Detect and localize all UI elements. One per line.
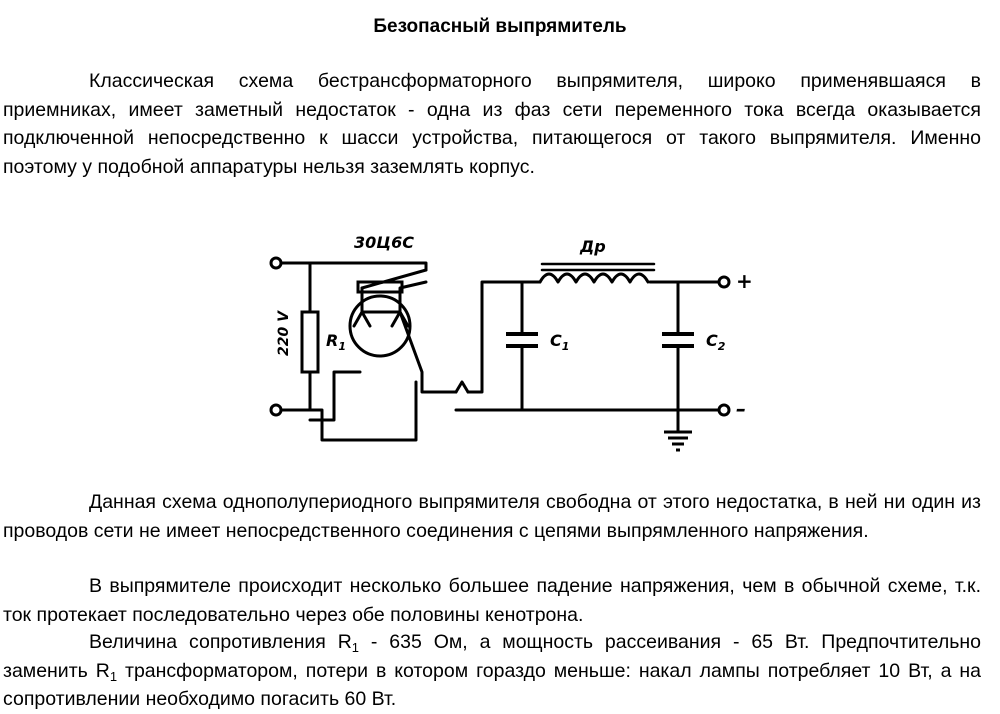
resistor-r1 [300,310,320,374]
plus-label: + [736,269,753,293]
p4-part-a: Величина сопротивления R [89,631,352,653]
p4-subscript-2: 1 [109,668,118,684]
wire-tube-out [454,380,470,394]
p4-part-c: трансформатором, потери в котором горазд… [3,659,982,711]
paragraph-voltage-drop-text: В выпрямителе происходит несколько больш… [3,575,981,626]
tube-label: 30Ц6С [354,233,414,252]
wire-input-top [276,261,428,272]
paragraph-description: Данная схема однополупериодного выпрямит… [3,488,981,545]
wire-input-bottom [276,380,418,442]
resistor-label: R1 [326,331,346,353]
p4-subscript-1: 1 [351,640,360,655]
tube-envelope [348,294,412,358]
voltage-label: 220 V [276,310,292,356]
tube-cathode-lead [398,310,458,394]
paragraph-description-text: Данная схема однополупериодного выпрямит… [3,491,981,542]
terminal-minus [717,403,731,417]
terminal-ac-top [269,256,283,270]
paragraph-intro: Классическая схема бестрансформаторного … [3,67,981,181]
choke-core [540,262,656,272]
rectifier-schematic: 30Ц6С Др 220 V R1 C1 C2 + – [269,233,753,452]
tube-anode-left [352,310,372,328]
ground-symbol [664,430,692,452]
tube-socket [356,280,404,294]
choke-coil [538,272,650,284]
terminal-ac-bottom [269,403,283,417]
paragraph-resistance: Величина сопротивления R1 - 635 Ом, а мо… [3,628,981,714]
cap2-label: C2 [706,331,726,353]
document-title: Безопасный выпрямитель [373,16,627,37]
p4-part-b: - 635 Ом, а мощность рассеивания - 65 Вт… [3,631,981,682]
choke-label: Др [579,237,606,256]
capacitor-c2 [662,332,694,348]
capacitor-c1 [506,332,538,348]
tube-top-lead [360,268,428,290]
minus-label: – [736,397,746,421]
terminal-plus [717,275,731,289]
wire-to-choke [466,280,542,394]
wire-heater-loop [308,370,362,422]
paragraph-voltage-drop: В выпрямителе происходит несколько больш… [3,572,981,629]
cap1-label: C1 [550,331,569,353]
paragraph-intro-text: Классическая схема бестрансформаторного … [3,70,981,178]
